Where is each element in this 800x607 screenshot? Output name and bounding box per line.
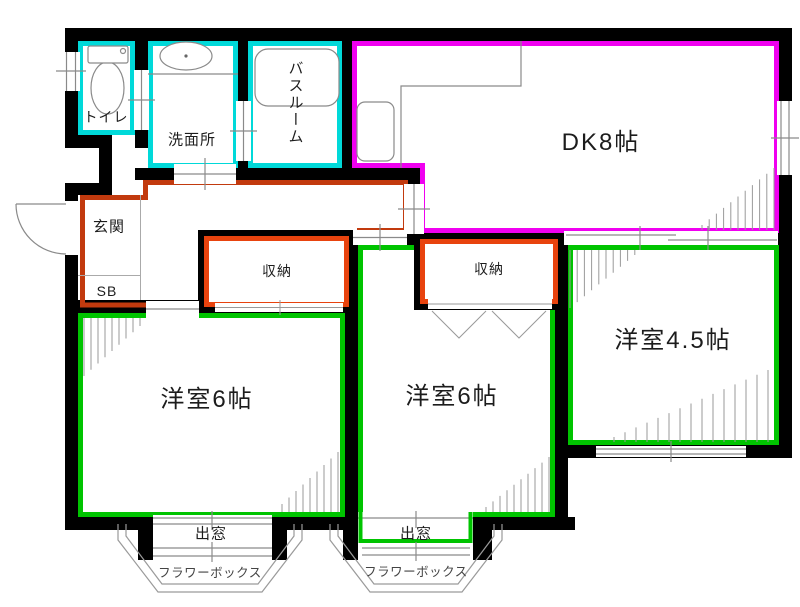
room-label-closet2: 収納 (474, 261, 504, 277)
bathtub-icon (254, 48, 340, 107)
room-label-western3: 洋室4.5帖 (614, 327, 732, 354)
interior-lines (78, 195, 141, 300)
room-label-toilet: トイレ (83, 109, 129, 125)
washbasin-icon (148, 41, 238, 75)
dk-window (771, 101, 799, 175)
room-label-washroom: 洗面所 (167, 131, 217, 149)
western1-door (146, 301, 199, 318)
label-bay-window-1: 出窓 (194, 525, 228, 543)
kitchen-counter-icon (356, 41, 522, 168)
room-label-western1: 洋室6帖 (160, 386, 254, 413)
entrance-door (15, 201, 80, 255)
flower-box-1 (117, 524, 303, 593)
closet2-folding-door-icon (431, 310, 487, 339)
room-label-shoebox: SB (96, 283, 118, 299)
room-label-dk: DK8帖 (561, 129, 641, 156)
room-label-western2: 洋室6帖 (405, 383, 499, 410)
western2-door (353, 224, 407, 251)
bay-window-1 (138, 511, 287, 562)
toilet-window (56, 52, 86, 91)
washroom-door (174, 158, 236, 190)
toilet-accent (78, 41, 135, 135)
closet2 (414, 233, 564, 339)
closet1 (198, 230, 355, 315)
label-flower-box-2: フラワーボックス (364, 564, 468, 579)
openings (15, 52, 799, 462)
label-flower-box-1: フラワーボックス (158, 565, 262, 580)
western3-window (596, 441, 746, 462)
bathroom-door (230, 101, 257, 161)
toilet-fixture-icon (87, 45, 129, 115)
dk-sliding-door (564, 226, 778, 250)
fixtures (78, 41, 522, 300)
closet2-folding-door-icon (491, 310, 547, 339)
toilet-door (128, 70, 155, 130)
room-label-closet1: 収納 (262, 263, 292, 279)
western3-accent (568, 245, 779, 445)
bay-window-2 (343, 511, 492, 561)
room-label-entrance: 玄関 (92, 218, 126, 236)
label-bay-window-2: 出窓 (399, 525, 433, 543)
flower-box-2 (329, 524, 503, 593)
corner-hatching (83, 168, 775, 512)
dk-door (398, 184, 430, 234)
room-label-bathroom: バスルーム (286, 60, 304, 146)
